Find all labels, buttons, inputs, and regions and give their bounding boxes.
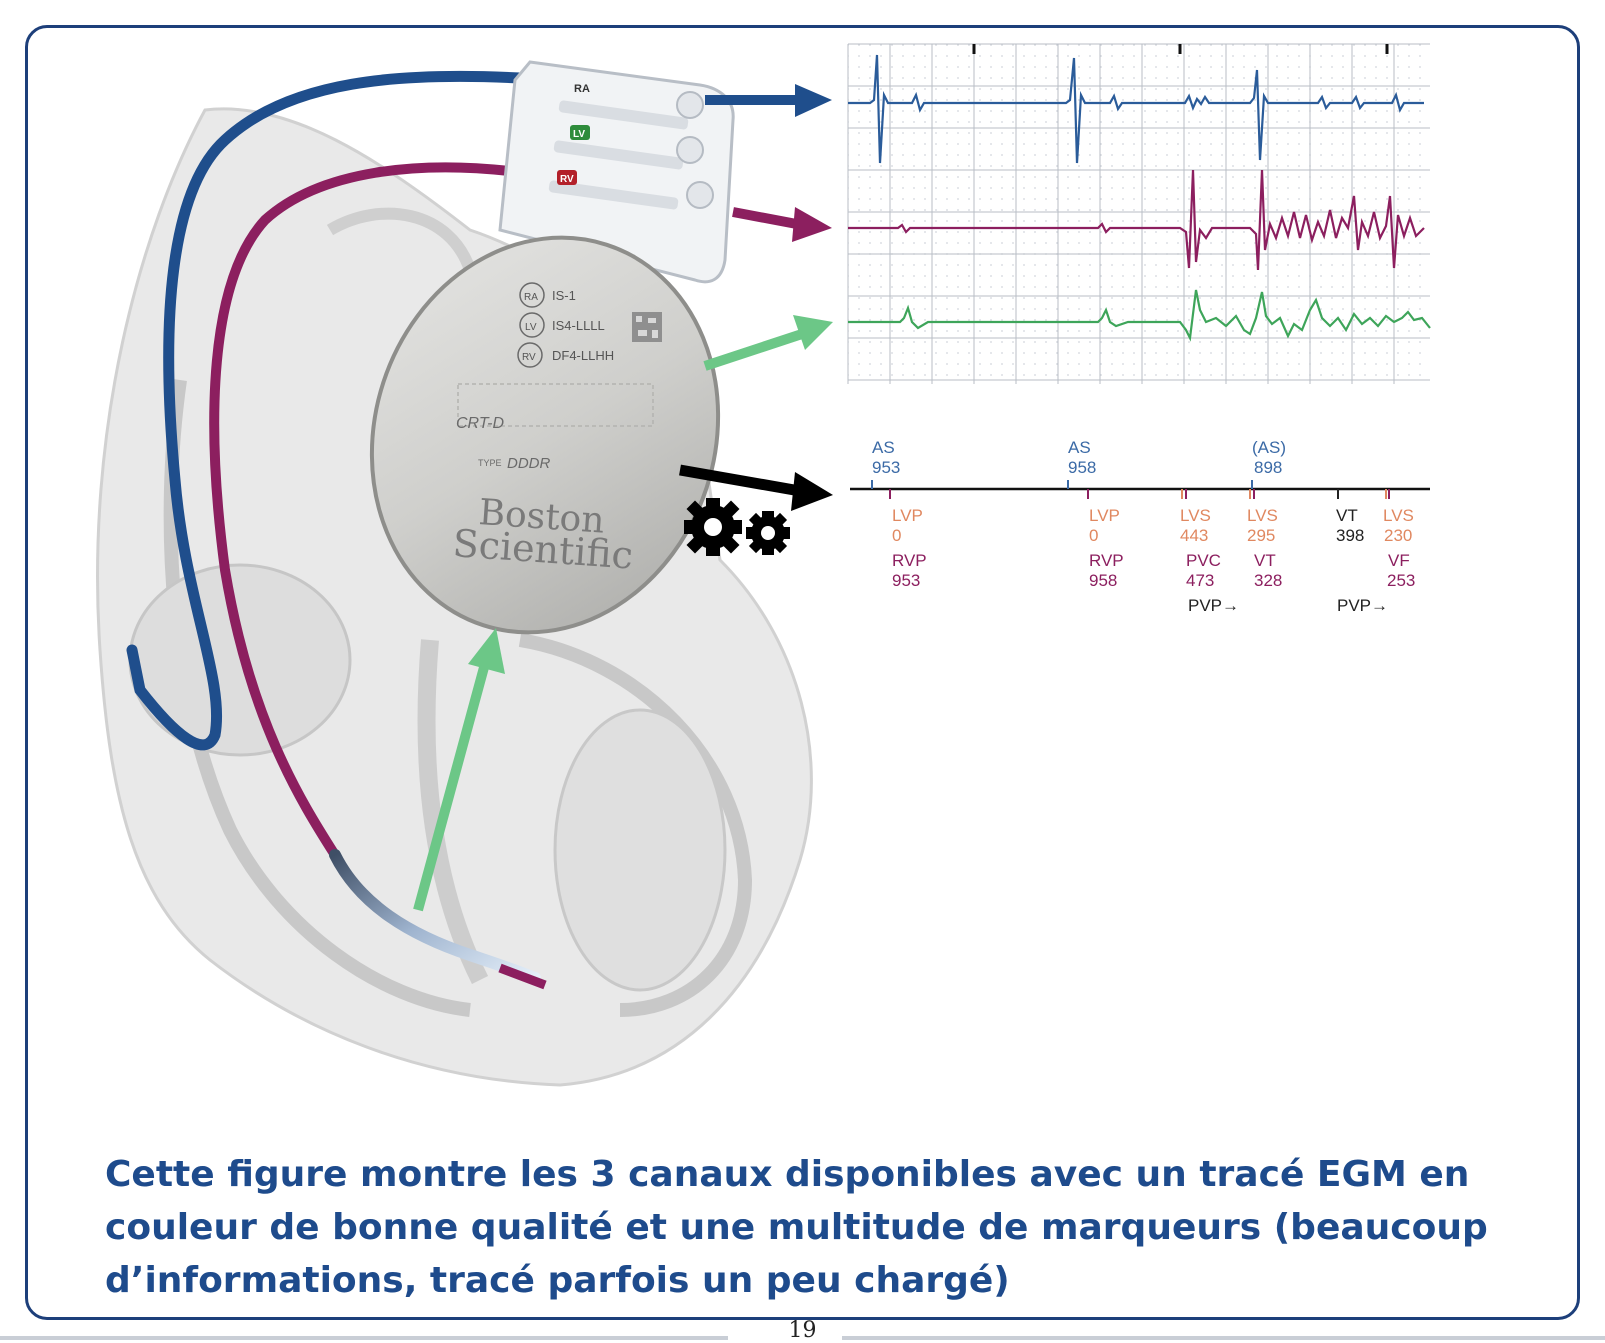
- marker-pvp-1: PVP→: [1188, 596, 1239, 615]
- rv-lead: [209, 162, 523, 860]
- connector-label-rv: DF4-LLHH: [552, 348, 614, 363]
- connector-badge-lv: [519, 312, 545, 338]
- egm-trace-lv: [848, 289, 1431, 342]
- marker-vt-2-value: 398: [1336, 526, 1364, 545]
- marker-as-2-label: AS: [1068, 438, 1091, 457]
- header-port-ra: RA: [574, 83, 590, 95]
- marker-as-1-value: 953: [872, 458, 900, 477]
- connector-badge-lv-text: LV: [525, 322, 537, 333]
- marker-as-2-value: 958: [1068, 458, 1096, 477]
- rv-lead-end: [498, 963, 547, 990]
- marker-rvp-1-label: RVP: [892, 551, 927, 570]
- arrow-right-icon: [793, 315, 833, 350]
- marker-as-1-label: AS: [872, 438, 895, 457]
- arrow-right-icon: [795, 84, 832, 117]
- device-type-value: DDDR: [507, 455, 550, 472]
- marker-pvp-2: PVP→: [1337, 596, 1388, 615]
- arrow-rv-to-trace: [732, 207, 832, 242]
- marker-rvp-2-label: RVP: [1089, 551, 1124, 570]
- arrow-device-to-markers: [679, 464, 833, 511]
- connector-badge-ra: [519, 282, 545, 308]
- brand-line-1: Boston: [477, 492, 605, 542]
- marker-rvp-1-value: 953: [892, 571, 920, 590]
- arrow-right-icon: [791, 472, 833, 511]
- marker-lvp-2-label: LVP: [1089, 506, 1120, 525]
- marker-vt-1-value: 328: [1254, 571, 1282, 590]
- marker-pvc-label: PVC: [1186, 551, 1221, 570]
- marker-as-3-value: 898: [1254, 458, 1282, 477]
- ra-lead: [126, 70, 526, 751]
- connector-badge-rv-text: RV: [522, 352, 536, 363]
- marker-channel: AS 953 AS 958 (AS) 898 LVP 0 RVP 953 LVP…: [850, 438, 1430, 615]
- marker-lvp-1-label: LVP: [892, 506, 923, 525]
- marker-lvs-3-label: LVS: [1383, 506, 1414, 525]
- marker-lvs-3-value: 230: [1384, 526, 1412, 545]
- marker-lvp-2-value: 0: [1089, 526, 1098, 545]
- marker-lvs-1-label: LVS: [1180, 506, 1211, 525]
- qr-code: [632, 312, 662, 342]
- footer-rule-left: [0, 1336, 728, 1340]
- marker-lvp-1-value: 0: [892, 526, 901, 545]
- heart-septum: [417, 639, 489, 985]
- egm-trace-rv: [848, 169, 1425, 271]
- marker-lvs-1-value: 443: [1180, 526, 1208, 545]
- marker-vf-value: 253: [1387, 571, 1415, 590]
- device-header: RA LV RV: [498, 60, 735, 284]
- connector-label-ra: IS-1: [552, 288, 576, 303]
- marker-lvs-2-value: 295: [1247, 526, 1275, 545]
- device-can: RA IS-1 LV IS4-LLLL RV DF4-LLHH CRT-D TY…: [369, 235, 721, 635]
- header-port-rv: RV: [560, 174, 574, 185]
- marker-pvc-value: 473: [1186, 571, 1214, 590]
- heart-chamber-right: [553, 708, 727, 992]
- marker-vt-1-label: VT: [1254, 551, 1276, 570]
- figure-caption: Cette figure montre les 3 canaux disponi…: [105, 1154, 1488, 1301]
- connector-label-lv: IS4-LLLL: [552, 318, 605, 333]
- connector-badge-rv: [517, 342, 543, 368]
- marker-as-3-label: (AS): [1252, 438, 1286, 457]
- marker-vt-2-label: VT: [1336, 506, 1358, 525]
- header-port-lv: LV: [573, 129, 585, 140]
- heart-inner-left: [163, 379, 471, 1017]
- page-number: 19: [788, 1318, 817, 1343]
- marker-vf-label: VF: [1388, 551, 1410, 570]
- egm-trace-ra: [848, 54, 1424, 164]
- arrow-right-icon: [792, 207, 832, 242]
- arrow-lv-to-trace: [703, 315, 833, 371]
- arrow-up-icon: [468, 628, 505, 674]
- marker-rvp-2-value: 958: [1089, 571, 1117, 590]
- arrow-ra-to-trace: [705, 84, 832, 117]
- marker-lvs-2-label: LVS: [1247, 506, 1278, 525]
- egm-grid: [847, 43, 1430, 384]
- heart-inner-right: [518, 633, 753, 1017]
- gears-icon: [684, 498, 790, 556]
- footer-rule-right: [842, 1336, 1605, 1340]
- device-model: CRT-D: [456, 415, 504, 432]
- device-type-prefix: TYPE: [478, 458, 502, 468]
- arrow-tip-to-device: [413, 628, 505, 912]
- connector-badge-ra-text: RA: [524, 292, 538, 303]
